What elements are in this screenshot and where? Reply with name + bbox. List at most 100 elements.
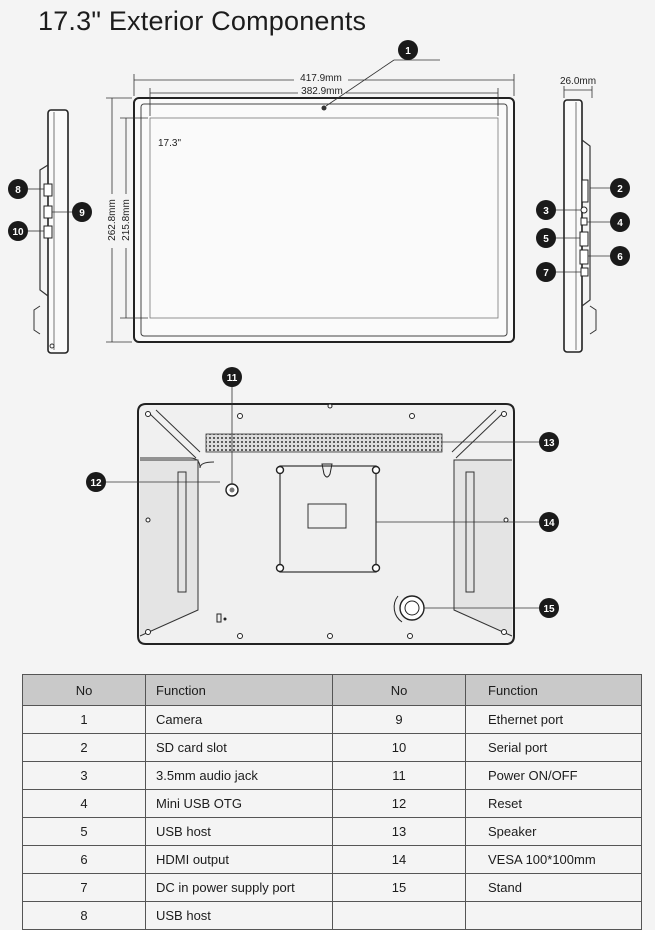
callout-12: 12 xyxy=(86,472,106,492)
svg-text:6: 6 xyxy=(617,252,623,263)
header-function-2: Function xyxy=(465,674,642,706)
svg-text:10: 10 xyxy=(12,227,24,238)
table-header-row: No Function No Function xyxy=(22,674,642,706)
callout-6: 6 xyxy=(610,246,630,266)
port-sd-card-2 xyxy=(581,179,589,203)
table-row: 4 Mini USB OTG 12 Reset xyxy=(22,789,642,818)
row-no: 10 xyxy=(332,733,466,762)
vesa-plate xyxy=(279,465,377,573)
port-ethernet-9 xyxy=(43,205,53,219)
row-no: 11 xyxy=(332,761,466,790)
row-function: Ethernet port xyxy=(465,705,642,734)
callout-3: 3 xyxy=(536,200,556,220)
svg-text:5: 5 xyxy=(543,234,549,245)
row-function: USB host xyxy=(145,901,333,930)
table-row: 6 HDMI output 14 VESA 100*100mm xyxy=(22,845,642,874)
row-no: 13 xyxy=(332,817,466,846)
speaker-grille xyxy=(205,433,443,453)
callout-2: 2 xyxy=(610,178,630,198)
row-no: 8 xyxy=(22,901,146,930)
callout-9: 9 xyxy=(72,202,92,222)
svg-text:7: 7 xyxy=(543,268,549,279)
row-no: 15 xyxy=(332,873,466,902)
table-row: 7 DC in power supply port 15 Stand xyxy=(22,873,642,902)
callout-badges: 1 2 3 4 5 6 7 8 9 10 11 12 13 14 15 xyxy=(8,40,630,618)
right-side-view: 26.0mm xyxy=(556,76,612,353)
port-usb-host-8 xyxy=(43,183,53,197)
callout-7: 7 xyxy=(536,262,556,282)
port-hdmi-6 xyxy=(579,249,589,265)
row-no xyxy=(332,901,466,930)
screen-height-label: 215.8mm xyxy=(121,199,132,241)
table-row: 5 USB host 13 Speaker xyxy=(22,817,642,846)
left-side-view xyxy=(28,109,74,354)
row-no: 6 xyxy=(22,845,146,874)
callout-11: 11 xyxy=(222,367,242,387)
overall-height-label: 262.8mm xyxy=(107,199,118,241)
row-function: USB host xyxy=(145,817,333,846)
row-function: 3.5mm audio jack xyxy=(145,761,333,790)
callout-4: 4 xyxy=(610,212,630,232)
row-function: Camera xyxy=(145,705,333,734)
row-function: Reset xyxy=(465,789,642,818)
exterior-diagram: 17.3" 417.9mm 382.9mm 262.8mm 215.8mm xyxy=(8,40,630,645)
svg-text:1: 1 xyxy=(405,46,411,57)
callout-13: 13 xyxy=(539,432,559,452)
overall-width-label: 417.9mm xyxy=(300,73,342,84)
row-function: Speaker xyxy=(465,817,642,846)
row-function: DC in power supply port xyxy=(145,873,333,902)
camera-dot xyxy=(321,105,327,111)
header-no-2: No xyxy=(332,674,466,706)
svg-text:8: 8 xyxy=(15,185,21,196)
stand xyxy=(399,595,425,621)
rear-view xyxy=(104,386,540,645)
callout-5: 5 xyxy=(536,228,556,248)
row-function: Serial port xyxy=(465,733,642,762)
svg-text:4: 4 xyxy=(617,218,623,229)
svg-text:12: 12 xyxy=(90,478,102,489)
row-no: 1 xyxy=(22,705,146,734)
row-no: 5 xyxy=(22,817,146,846)
row-function xyxy=(465,901,642,930)
callout-8: 8 xyxy=(8,179,28,199)
port-mini-usb-4 xyxy=(580,217,588,226)
row-no: 2 xyxy=(22,733,146,762)
svg-text:2: 2 xyxy=(617,184,623,195)
header-function-1: Function xyxy=(145,674,333,706)
svg-text:15: 15 xyxy=(543,604,555,615)
row-function: Power ON/OFF xyxy=(465,761,642,790)
callout-1: 1 xyxy=(398,40,418,60)
port-dc-in-7 xyxy=(580,267,589,277)
svg-text:9: 9 xyxy=(79,208,85,219)
callout-10: 10 xyxy=(8,221,28,241)
screen-width-label: 382.9mm xyxy=(301,86,343,97)
table-row: 1 Camera 9 Ethernet port xyxy=(22,705,642,734)
row-function: VESA 100*100mm xyxy=(465,845,642,874)
svg-text:3: 3 xyxy=(543,206,549,217)
row-function: Stand xyxy=(465,873,642,902)
row-function: HDMI output xyxy=(145,845,333,874)
page-title: 17.3" Exterior Components xyxy=(38,6,367,36)
row-no: 7 xyxy=(22,873,146,902)
component-function-table: No Function No Function 1 Camera 9 Ether… xyxy=(22,674,642,930)
screen-size-label: 17.3" xyxy=(158,138,181,149)
row-function: SD card slot xyxy=(145,733,333,762)
front-view: 17.3" 417.9mm 382.9mm 262.8mm 215.8mm xyxy=(106,59,515,343)
port-usb-host-5 xyxy=(579,231,589,247)
svg-text:13: 13 xyxy=(543,438,555,449)
callout-14: 14 xyxy=(539,512,559,532)
svg-text:14: 14 xyxy=(543,518,555,529)
row-no: 9 xyxy=(332,705,466,734)
row-no: 3 xyxy=(22,761,146,790)
row-no: 14 xyxy=(332,845,466,874)
table-row: 3 3.5mm audio jack 11 Power ON/OFF xyxy=(22,761,642,790)
callout-15: 15 xyxy=(539,598,559,618)
svg-text:11: 11 xyxy=(227,373,238,384)
port-serial-10 xyxy=(43,225,53,239)
row-no: 4 xyxy=(22,789,146,818)
table-row: 2 SD card slot 10 Serial port xyxy=(22,733,642,762)
header-no-1: No xyxy=(22,674,146,706)
table-row: 8 USB host xyxy=(22,901,642,930)
row-no: 12 xyxy=(332,789,466,818)
port-audio-3 xyxy=(580,206,588,214)
